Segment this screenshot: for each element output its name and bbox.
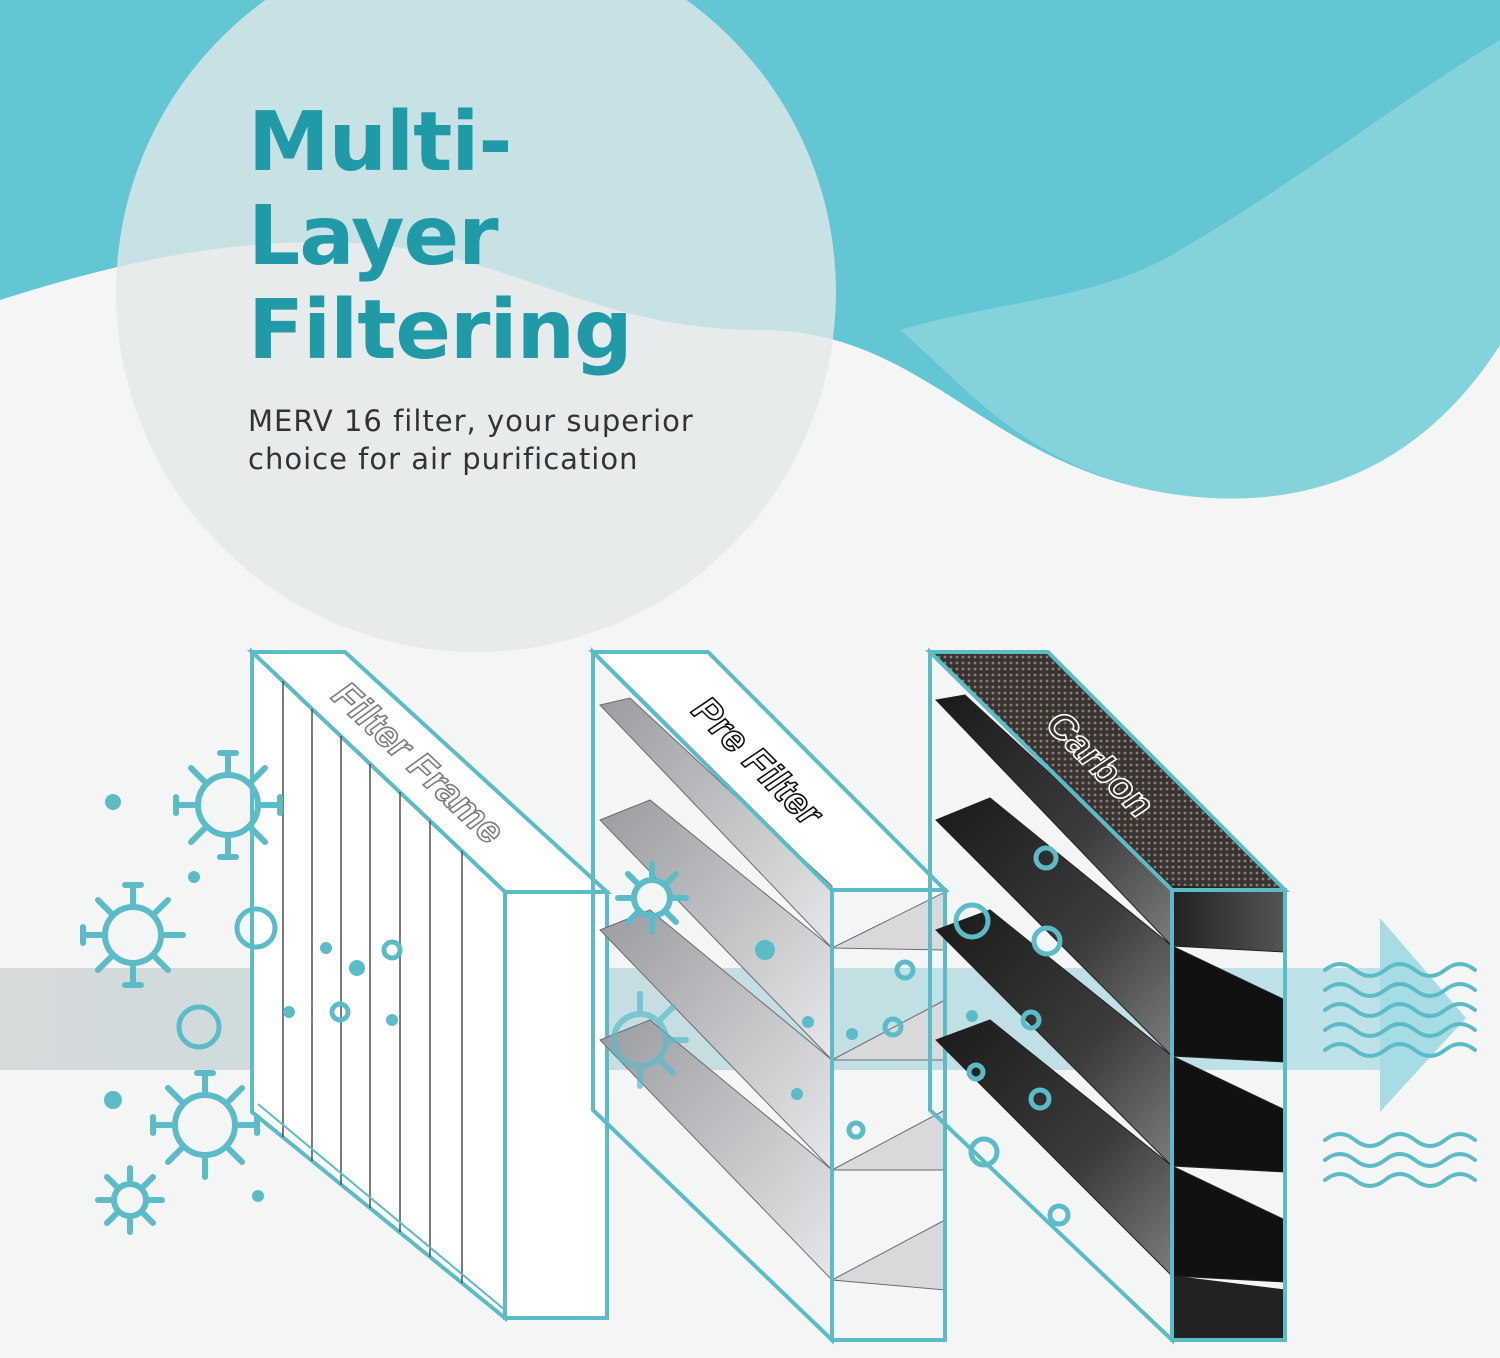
headline-line-3: Filtering: [248, 283, 633, 378]
filter-frame-layer: [246, 647, 613, 1323]
pre-filter-layer: [588, 647, 950, 1345]
headline-line-2: Layer: [248, 189, 499, 284]
headline: Multi- Layer Filtering: [248, 95, 633, 378]
subtitle-line-1: MERV 16 filter, your superior: [248, 404, 694, 438]
clean-air-waves: [1323, 962, 1477, 1188]
headline-circle: [116, 0, 836, 652]
light-wave-overlay: [900, 40, 1500, 499]
germ-icons: [80, 750, 689, 1235]
headline-line-1: Multi-: [248, 95, 512, 190]
particle-dots: [104, 794, 978, 1202]
subtitle: MERV 16 filter, your superior choice for…: [248, 402, 694, 478]
subtitle-line-2: choice for air purification: [248, 442, 639, 476]
carbon-layer: [925, 647, 1290, 1345]
particle-rings: [176, 845, 1071, 1227]
